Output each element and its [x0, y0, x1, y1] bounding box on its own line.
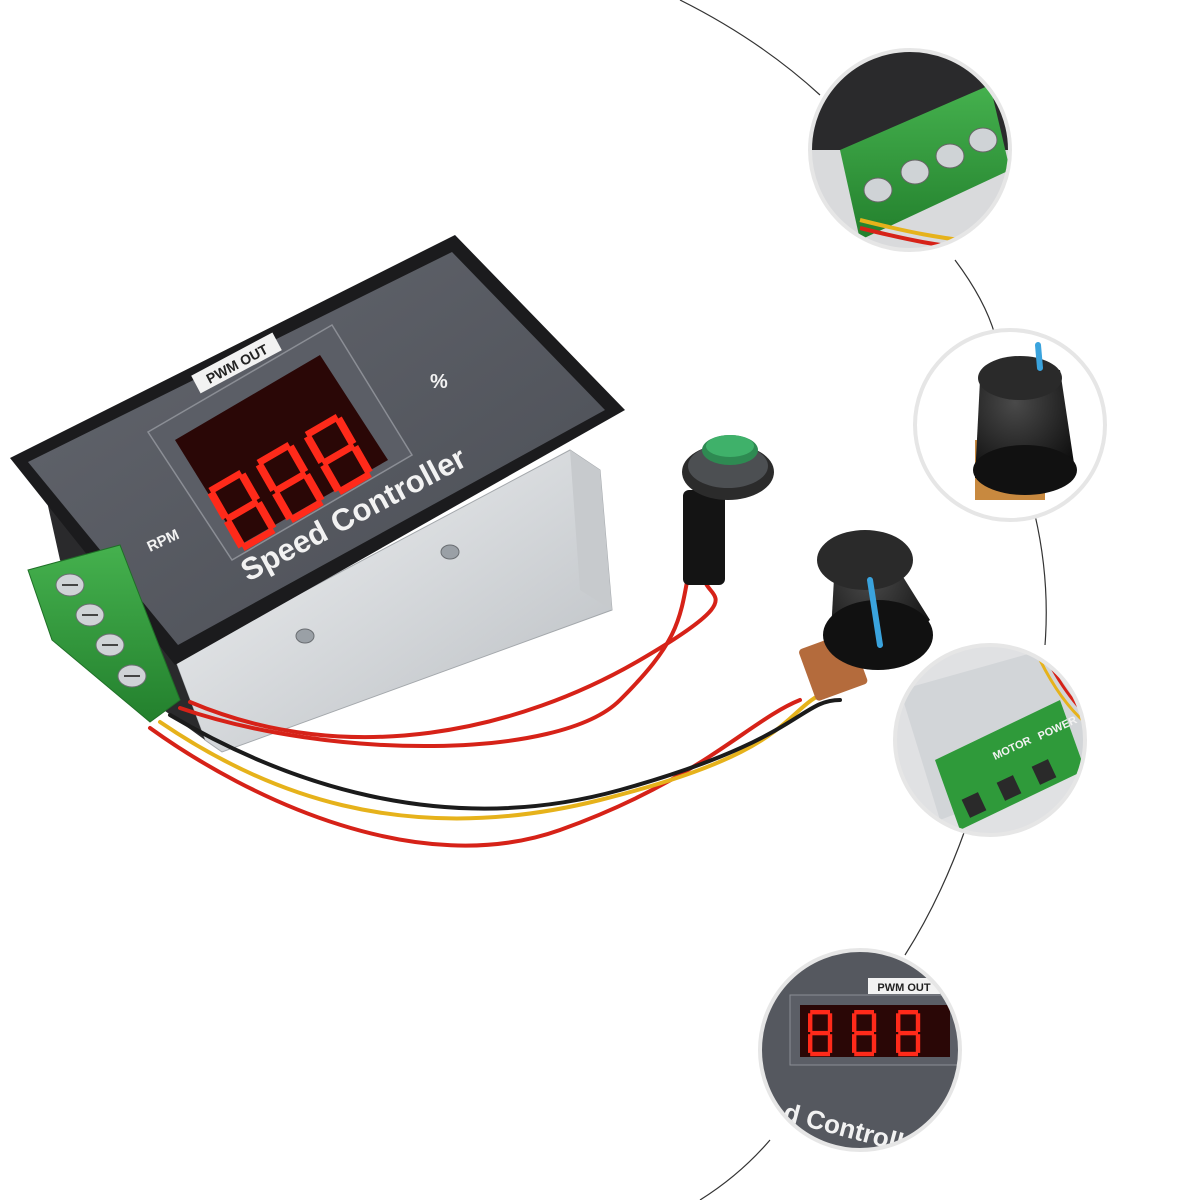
- detail-percent-label: %: [958, 1099, 971, 1115]
- potentiometer: [799, 530, 933, 701]
- led-digits: [207, 414, 373, 551]
- terminal-block: [27, 544, 181, 723]
- knob-indicator: [867, 577, 883, 648]
- detail-display: PWM OUT % d Controller: [758, 948, 971, 1152]
- detail-pwm-out-label: PWM OUT: [877, 982, 930, 994]
- digit: [255, 442, 325, 523]
- percent-label: %: [430, 371, 448, 393]
- housing-screw: [295, 544, 460, 644]
- detail-terminal-block: [808, 48, 1012, 252]
- detail-connector: MOTOR POWER: [893, 643, 1087, 837]
- digit: [207, 470, 277, 551]
- speed-controller-unit: PWM OUT % RPM Speed Controller: [10, 235, 933, 848]
- push-button: [682, 435, 774, 585]
- wires: [148, 563, 842, 848]
- detail-knob: [913, 328, 1107, 522]
- digit: [303, 414, 373, 495]
- connector-lines: [679, 0, 1047, 1200]
